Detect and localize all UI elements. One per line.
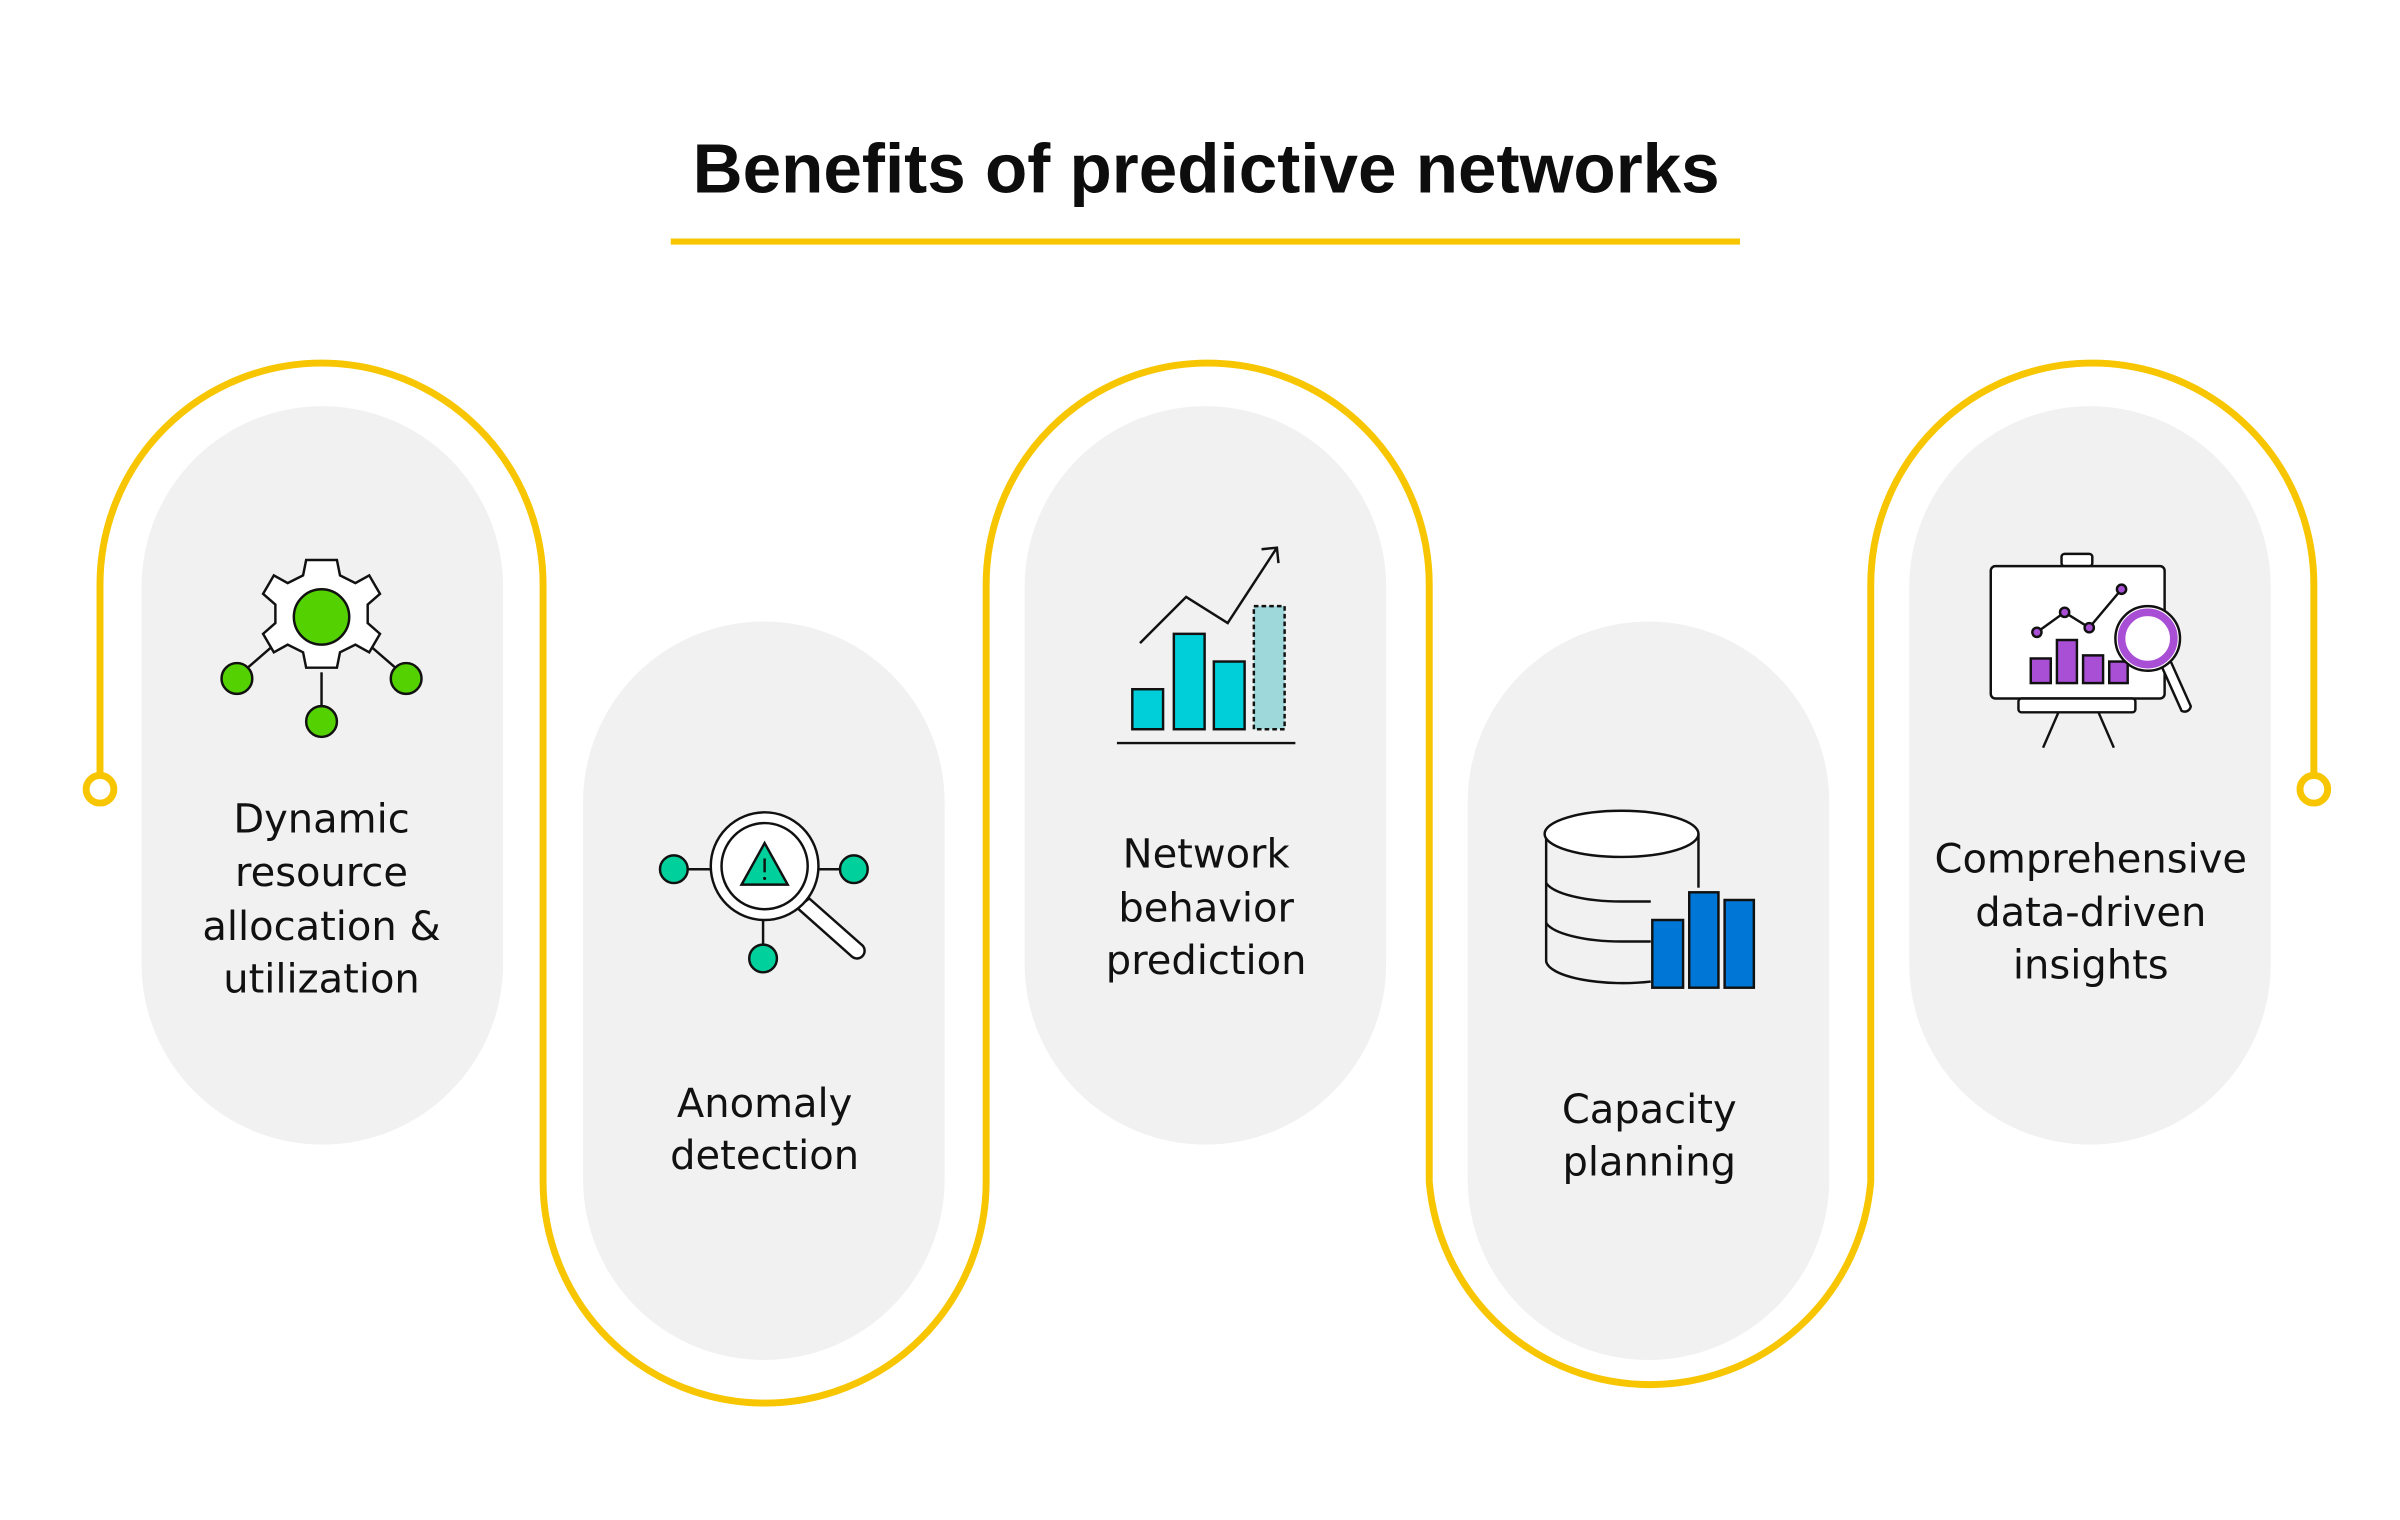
label-line: Anomaly [677,1081,852,1127]
growth-chart-icon [1116,546,1296,745]
benefit-card-3 [1024,406,1387,1145]
presentation-insights-icon [1989,552,2193,749]
label-line: planning [1562,1139,1736,1185]
label-line: behavior [1118,886,1294,932]
label-line: Network [1123,832,1291,878]
label-line: Comprehensive [1935,836,2247,882]
gear-network-icon [220,558,423,739]
label-line: Dynamic [233,796,409,842]
benefit-label-2: Anomaly detection [670,1081,859,1179]
benefit-label-3: Network behavior prediction [1106,832,1307,984]
start-dot [82,771,118,807]
benefit-label-1: Dynamic resource allocation & utilizatio… [202,796,440,1002]
anomaly-magnifier-icon [658,811,869,974]
label-line: resource [235,850,408,896]
benefit-card-5 [1909,406,2271,1145]
label-line: data-driven [1975,890,2206,936]
page-title: Benefits of predictive networks [693,129,1720,207]
label-line: Capacity [1562,1087,1737,1133]
label-line: utilization [223,956,420,1002]
connector-path [96,359,2318,1407]
label-line: detection [670,1133,859,1179]
label-line: insights [2013,942,2169,988]
benefit-card-2 [583,621,945,1360]
benefit-label-4: Capacity planning [1562,1087,1737,1185]
benefit-label-5: Comprehensive data-driven insights [1935,836,2247,988]
benefit-card-4 [1467,621,1830,1360]
benefit-card-1 [141,406,504,1145]
database-chart-icon [1543,809,1756,989]
label-line: allocation & [202,904,440,950]
end-dot [2296,771,2332,807]
label-line: prediction [1106,938,1307,984]
